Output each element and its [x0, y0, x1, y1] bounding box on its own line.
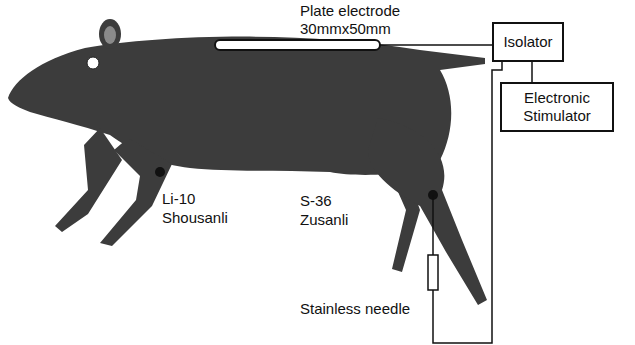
box-label: Electronic Stimulator: [511, 89, 603, 125]
acupoint-dot: [155, 167, 165, 177]
equipment-box: Isolator: [492, 22, 564, 62]
figure-label: Plate electrode: [300, 2, 400, 20]
rat-eye: [87, 57, 99, 69]
wires: [380, 45, 502, 343]
box-label: Isolator: [503, 33, 552, 51]
figure-label: Li-10: [162, 190, 195, 208]
rat-silhouette: [8, 19, 487, 305]
connector-wire: [531, 62, 533, 82]
stainless-needle: [428, 255, 438, 290]
figure-label: S-36: [300, 192, 332, 210]
ear-inner: [104, 26, 116, 44]
equipment-box: Electronic Stimulator: [500, 82, 614, 132]
figure-label: Stainless needle: [300, 300, 410, 318]
plate-electrode: [215, 40, 380, 50]
figure-label: Zusanli: [300, 211, 348, 229]
figure-label: Shousanli: [162, 209, 228, 227]
figure-label: 30mmx50mm: [300, 20, 391, 38]
